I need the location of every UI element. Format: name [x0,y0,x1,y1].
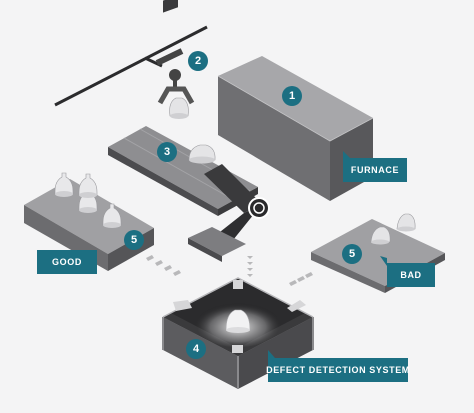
bad-label: BAD [387,263,435,287]
furnace-label-pointer [343,151,350,160]
furnace-label: FURNACE [343,158,407,182]
arrow-to-good [146,255,181,276]
step-badge-conveyor: 3 [157,142,177,162]
diverter-arm [188,164,270,262]
detection-label-pointer [268,350,275,360]
robotic-gripper [155,0,195,119]
defect-detection-label: DEFECT DETECTION SYSTEM [266,358,409,382]
step-badge-good: 5 [124,230,144,250]
good-label: GOOD [37,250,97,274]
good-bottle [78,173,98,199]
step-badge-detection: 4 [186,339,206,359]
step-badge-bad: 5 [342,244,362,264]
arrow-down-to-detection [247,256,253,277]
arrow-to-bad [289,272,313,286]
good-bottle [54,172,74,198]
top-camera-icon [233,280,243,289]
right-camera-icon [287,300,306,312]
step-badge-furnace: 1 [282,86,302,106]
bottom-camera-icon [232,345,243,353]
left-camera-icon [173,300,192,311]
bad-label-pointer [380,256,387,266]
flow-arrows [146,255,313,286]
step-badge-gripper: 2 [188,51,208,71]
overhead-rail [54,25,208,107]
